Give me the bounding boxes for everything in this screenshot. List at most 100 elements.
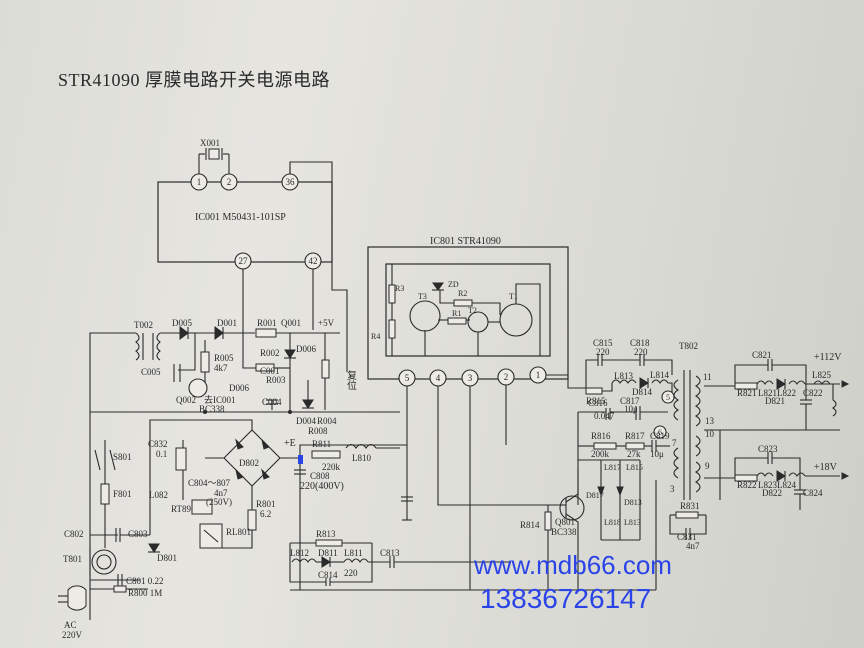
label-4n7-primary: 4n7: [214, 488, 228, 498]
d813-icon: [616, 486, 624, 497]
label-plus-112v: +112V: [814, 352, 842, 363]
l814-icon: [651, 379, 669, 384]
t802-pin-6: [653, 425, 667, 439]
label-5v: +5V: [318, 318, 335, 328]
secondary-section: C821 +112V R821 L821 L822 L825 D821 C822…: [720, 350, 850, 510]
ic801-label: IC801 STR41090: [430, 236, 501, 247]
f801-icon: [100, 483, 110, 505]
label-t2: T2: [468, 306, 477, 315]
label-c815: C815: [593, 338, 613, 348]
d004-icon: [302, 399, 314, 409]
label-250v: (250V): [206, 497, 232, 507]
label-c819-value: 10μ: [650, 449, 664, 459]
d821-icon: [776, 378, 786, 390]
d001-icon: [214, 326, 224, 340]
label-l817: L817: [604, 463, 621, 472]
label-l815: L815: [626, 463, 643, 472]
q002-icon: [188, 378, 208, 398]
label-c815-value: 220: [596, 347, 610, 357]
d005-icon: [179, 326, 189, 340]
ic801-pin-4-label: 4: [436, 373, 441, 383]
label-plus-18v: +18V: [814, 462, 838, 473]
ic001-pin-36-label: 36: [286, 177, 296, 187]
label-rt89: RT89: [171, 504, 191, 514]
label-c821: C821: [752, 350, 772, 360]
r815-icon: [585, 387, 603, 395]
label-c832-value: 0.1: [156, 449, 167, 459]
label-r811: R811: [312, 439, 331, 449]
label-c004: C004: [262, 397, 282, 407]
label-c814: C814: [318, 570, 338, 580]
l810-icon: [345, 443, 377, 449]
l823-icon: [756, 472, 774, 477]
label-r801-value: 6.2: [260, 509, 271, 519]
label-zd: ZD: [448, 280, 459, 289]
label-to-ic001: 去IC001: [204, 394, 236, 405]
r831-icon: [675, 511, 699, 519]
label-d802: D802: [239, 458, 259, 468]
label-c816-value: 0.047: [594, 411, 615, 421]
d006-icon: [284, 349, 296, 359]
l813-icon: [611, 379, 637, 384]
watermark-url: www.mdb66.com: [473, 550, 672, 580]
r005-icon: [200, 351, 210, 373]
label-r1: R1: [452, 309, 461, 318]
l812-icon: [291, 558, 317, 563]
label-c832: C832: [148, 439, 168, 449]
label-plus-e: +E: [284, 438, 296, 449]
label-r800: R800 1M: [128, 588, 162, 598]
arrow-112v-icon: [841, 380, 850, 388]
crystal-label: X001: [200, 138, 220, 148]
ac-plug-icon: [67, 585, 87, 611]
q801-icon: [559, 495, 585, 521]
r800-icon: [113, 585, 127, 593]
label-d811: D811: [318, 548, 338, 558]
label-c818: C818: [630, 338, 650, 348]
ic801-pin-2-label: 2: [504, 372, 509, 382]
label-c801: C801 0.22: [126, 576, 164, 586]
label-t3: T3: [418, 292, 427, 301]
ic801-pin-3-label: 3: [468, 373, 473, 383]
s801-icon: [94, 449, 101, 471]
t801-icon: [91, 549, 117, 575]
label-r831: R831: [680, 501, 700, 511]
label-d821: D821: [765, 396, 785, 406]
label-d801: D801: [157, 553, 177, 563]
ic801-block: IC801 STR41090 R3 ZD T3 R2: [367, 236, 586, 590]
label-c831: C831: [677, 532, 697, 542]
label-s801: S801: [113, 452, 132, 462]
ic001-label: IC001 M50431-101SP: [195, 212, 286, 223]
r004-icon: [321, 359, 330, 379]
t802-pin-10-label: 10: [705, 429, 715, 439]
ic001-pin-2: [220, 173, 238, 191]
rt89-icon: [191, 499, 213, 515]
label-c818-value: 220: [634, 347, 648, 357]
label-reset: 复位: [345, 369, 357, 390]
label-r816-value: 200k: [591, 449, 610, 459]
label-rl801: RL801: [226, 527, 251, 537]
label-c819: C819: [650, 431, 670, 441]
label-l811: L811: [344, 548, 363, 558]
label-r816: R816: [591, 431, 611, 441]
ic001-block: X001 1 2 36 IC001 M50431-101SP 27 42: [157, 138, 348, 372]
label-c817: C817: [620, 396, 640, 406]
ic801-pin-1-label: 1: [536, 370, 541, 380]
label-r004: R004: [317, 416, 337, 426]
l824-icon: [788, 472, 806, 477]
t802-pin-6-label: 6: [658, 428, 662, 437]
label-c824: C824: [803, 488, 823, 498]
label-q001: Q001: [281, 318, 301, 328]
label-l821: L821: [758, 388, 777, 398]
label-r801: R801: [256, 499, 276, 509]
t802-pin-5: [661, 390, 675, 404]
label-t801: T801: [63, 554, 82, 564]
label-r003: R003: [266, 375, 286, 385]
label-r817: R817: [625, 431, 645, 441]
ic001-pin-2-label: 2: [227, 177, 232, 187]
label-r005: R005: [214, 353, 234, 363]
label-d822: D822: [762, 488, 782, 498]
label-ac: AC: [64, 620, 77, 630]
label-c808: C808: [310, 471, 330, 481]
label-r814: R814: [520, 520, 540, 530]
